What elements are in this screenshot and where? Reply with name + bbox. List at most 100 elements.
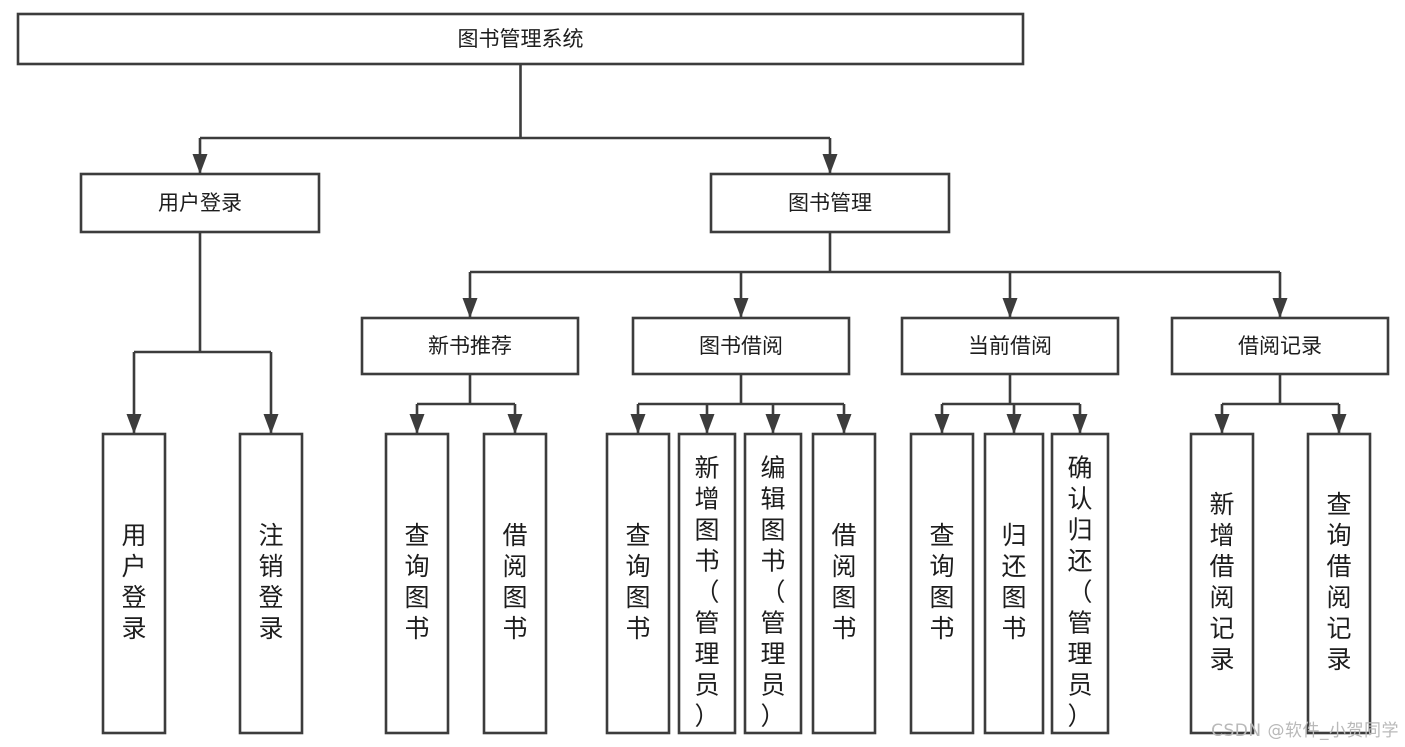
level2-node-0[interactable]: 用户登录 bbox=[79, 172, 321, 234]
arrow-head bbox=[1006, 414, 1022, 434]
node-label-char: 新 bbox=[694, 454, 719, 483]
node-label-char: 理 bbox=[760, 640, 785, 669]
arrow-head bbox=[507, 414, 523, 434]
level3-node-1[interactable]: 图书借阅 bbox=[631, 316, 851, 376]
node-label-char: 查 bbox=[625, 521, 650, 550]
node-label-char: 录 bbox=[1326, 645, 1351, 674]
node-label-char: 管 bbox=[760, 609, 785, 638]
node-label-char: 用 bbox=[121, 521, 146, 550]
node-label-char: 员 bbox=[1067, 671, 1092, 700]
leaf-node-0[interactable]: 用户登录 bbox=[101, 432, 167, 735]
node-label-char: 阅 bbox=[1326, 583, 1351, 612]
csdn-watermark: CSDN @软件_小贺同学 bbox=[1211, 721, 1399, 741]
arrow-head bbox=[1002, 298, 1018, 318]
node-label-char: 管 bbox=[694, 609, 719, 638]
level2-node-1[interactable]: 图书管理 bbox=[709, 172, 951, 234]
node-label-char: 归 bbox=[1001, 521, 1026, 550]
node-label-char: 图 bbox=[831, 583, 856, 612]
node-label-char: 书 bbox=[404, 614, 429, 643]
node-label-char: 图 bbox=[1001, 583, 1026, 612]
node-label-char: 辑 bbox=[760, 485, 785, 514]
node-label-char: 书 bbox=[502, 614, 527, 643]
node-label-char: ） bbox=[694, 702, 719, 731]
node-label-char: 记 bbox=[1209, 614, 1234, 643]
node-label-char: 编 bbox=[760, 454, 785, 483]
arrow-head bbox=[462, 298, 478, 318]
arrow-head bbox=[126, 414, 142, 434]
node-label-char: 记 bbox=[1326, 614, 1351, 643]
arrow-head bbox=[1072, 414, 1088, 434]
node-label-char: 录 bbox=[258, 614, 283, 643]
arrow-head bbox=[836, 414, 852, 434]
node-label-char: 借 bbox=[831, 521, 856, 550]
node-label-char: ） bbox=[760, 702, 785, 731]
node-label-char: 书 bbox=[760, 547, 785, 576]
node-label-char: 书 bbox=[625, 614, 650, 643]
node-label-char: 还 bbox=[1067, 547, 1092, 576]
node-label: 新书推荐 bbox=[428, 334, 512, 358]
node-label-char: 员 bbox=[760, 671, 785, 700]
node-label-char: （ bbox=[760, 578, 785, 607]
level3-node-0[interactable]: 新书推荐 bbox=[360, 316, 580, 376]
arrow-head bbox=[630, 414, 646, 434]
root-node-book-management-system[interactable]: 图书管理系统 bbox=[16, 12, 1025, 66]
node-label-char: 查 bbox=[1326, 490, 1351, 519]
node-label-char: 询 bbox=[1326, 521, 1351, 550]
arrow-head bbox=[192, 154, 208, 174]
arrow-head bbox=[1214, 414, 1230, 434]
level3-node-2[interactable]: 当前借阅 bbox=[900, 316, 1120, 376]
arrow-head bbox=[822, 154, 838, 174]
arrow-head bbox=[934, 414, 950, 434]
node-label-char: 图 bbox=[694, 516, 719, 545]
node-label: 当前借阅 bbox=[968, 334, 1052, 358]
node-label-char: 录 bbox=[1209, 645, 1234, 674]
arrow-head bbox=[733, 298, 749, 318]
node-label: 图书管理 bbox=[788, 191, 872, 215]
node-label-char: 图 bbox=[625, 583, 650, 612]
node-label-char: 还 bbox=[1001, 552, 1026, 581]
arrow-head bbox=[765, 414, 781, 434]
level3-node-3[interactable]: 借阅记录 bbox=[1170, 316, 1390, 376]
node-label: 图书管理系统 bbox=[458, 27, 584, 51]
node-label-char: 理 bbox=[694, 640, 719, 669]
arrow-head bbox=[263, 414, 279, 434]
node-label: 图书借阅 bbox=[699, 334, 783, 358]
node-label-char: 询 bbox=[625, 552, 650, 581]
node-label-char: 阅 bbox=[831, 552, 856, 581]
node-label-char: 询 bbox=[929, 552, 954, 581]
node-label-char: 销 bbox=[258, 552, 283, 581]
node-label-char: 归 bbox=[1067, 516, 1092, 545]
node-label-char: 图 bbox=[760, 516, 785, 545]
node-label-char: 借 bbox=[1209, 552, 1234, 581]
node-label-char: 录 bbox=[121, 614, 146, 643]
node-label-char: 书 bbox=[831, 614, 856, 643]
node-label-char: 阅 bbox=[502, 552, 527, 581]
node-label-char: 登 bbox=[121, 583, 146, 612]
node-label-char: 查 bbox=[929, 521, 954, 550]
node-label-char: 查 bbox=[404, 521, 429, 550]
node-label: 借阅记录 bbox=[1238, 334, 1322, 358]
node-label-char: （ bbox=[1067, 578, 1092, 607]
node-label-char: 图 bbox=[404, 583, 429, 612]
node-label-char: 书 bbox=[694, 547, 719, 576]
arrow-head bbox=[1331, 414, 1347, 434]
node-label-char: 员 bbox=[694, 671, 719, 700]
node-label-char: 确 bbox=[1067, 454, 1092, 483]
node-label-char: 书 bbox=[929, 614, 954, 643]
arrow-head bbox=[699, 414, 715, 434]
node-label-char: 户 bbox=[121, 552, 146, 581]
